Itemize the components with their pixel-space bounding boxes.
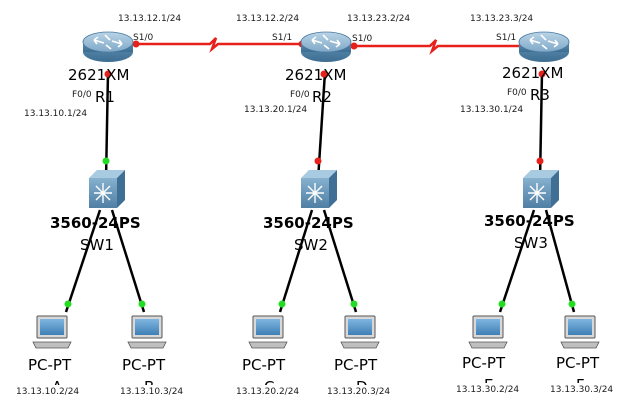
port-light-r1-f0-0 bbox=[104, 70, 112, 78]
r1-f0-0-ip: 13.13.10.1/24 bbox=[24, 109, 87, 119]
switch-sw1-name: SW1 bbox=[80, 236, 114, 254]
serial-link-r2-r3[interactable] bbox=[354, 39, 524, 55]
port-light-pc-d bbox=[350, 300, 358, 308]
switch-sw2[interactable] bbox=[301, 170, 337, 208]
ethernet-link-sw1-pc-a[interactable] bbox=[64, 209, 102, 313]
pc-b[interactable] bbox=[127, 315, 167, 349]
router-r3-name: R3 bbox=[530, 86, 550, 104]
router-arrows-icon bbox=[93, 34, 123, 50]
pc-b-model: PC-PT bbox=[122, 356, 166, 374]
r2-f0-0-port: F0/0 bbox=[290, 90, 310, 100]
port-light-r2-s1-0 bbox=[350, 42, 358, 50]
router-r1-model: 2621XM bbox=[68, 66, 129, 84]
r2-f0-0-ip: 13.13.20.1/24 bbox=[244, 105, 307, 115]
router-arrows-icon bbox=[529, 34, 559, 50]
port-light-pc-e bbox=[498, 300, 506, 308]
ethernet-link-sw1-pc-b[interactable] bbox=[110, 209, 146, 313]
router-r1[interactable] bbox=[82, 31, 134, 62]
r1-s1-0-port: S1/0 bbox=[133, 33, 153, 43]
r3-s1-1-ip: 13.13.23.3/24 bbox=[470, 14, 533, 24]
links bbox=[64, 37, 576, 313]
pc-d-model: PC-PT bbox=[334, 356, 378, 374]
serial-link-r1-r2[interactable] bbox=[136, 37, 302, 53]
router-r2-model: 2621XM bbox=[285, 66, 346, 84]
pc-a[interactable] bbox=[32, 315, 72, 349]
pc-f[interactable] bbox=[560, 315, 600, 349]
pc-c[interactable] bbox=[248, 315, 288, 349]
pc-e-model: PC-PT bbox=[462, 354, 506, 372]
pc-a-model: PC-PT bbox=[28, 356, 72, 374]
r2-s1-0-ip: 13.13.23.2/24 bbox=[347, 14, 410, 24]
r3-f0-0-port: F0/0 bbox=[507, 88, 527, 98]
port-light-sw3-uplink bbox=[536, 157, 544, 165]
port-light-pc-f bbox=[568, 300, 576, 308]
switch-arrows-icon bbox=[306, 183, 324, 203]
pc-d-ip: 13.13.20.3/24 bbox=[327, 387, 390, 397]
router-r3-model: 2621XM bbox=[502, 64, 563, 82]
switch-sw3-name: SW3 bbox=[514, 234, 548, 252]
r1-s1-0-ip: 13.13.12.1/24 bbox=[118, 14, 181, 24]
pc-a-ip: 13.13.10.2/24 bbox=[16, 387, 79, 397]
pc-f-ip: 13.13.30.3/24 bbox=[550, 385, 613, 395]
pc-d[interactable] bbox=[340, 315, 380, 349]
pc-b-ip: 13.13.10.3/24 bbox=[120, 387, 183, 397]
pc-e-ip: 13.13.30.2/24 bbox=[456, 385, 519, 395]
ethernet-link-sw2-pc-d[interactable] bbox=[322, 209, 358, 313]
router-r1-name: R1 bbox=[95, 88, 115, 106]
r2-s1-1-port: S1/1 bbox=[272, 33, 292, 43]
port-light-pc-c bbox=[278, 300, 286, 308]
switch-arrows-icon bbox=[528, 183, 546, 203]
port-light-r2-f0-0 bbox=[320, 70, 328, 78]
switch-sw1[interactable] bbox=[89, 170, 125, 208]
r2-s1-0-port: S1/0 bbox=[352, 34, 372, 44]
r3-s1-1-port: S1/1 bbox=[496, 33, 516, 43]
pc-c-ip: 13.13.20.2/24 bbox=[236, 387, 299, 397]
router-r2-name: R2 bbox=[312, 88, 332, 106]
port-light-r3-f0-0 bbox=[538, 70, 546, 78]
pc-c-model: PC-PT bbox=[242, 356, 286, 374]
port-light-pc-b bbox=[138, 300, 146, 308]
r3-f0-0-ip: 13.13.30.1/24 bbox=[460, 105, 523, 115]
router-arrows-icon bbox=[311, 34, 341, 50]
switch-sw1-model: 3560-24PS bbox=[50, 214, 141, 232]
port-light-sw1-uplink bbox=[102, 157, 110, 165]
router-r3[interactable] bbox=[518, 31, 570, 62]
switch-sw3-model: 3560-24PS bbox=[484, 212, 575, 230]
switch-sw3[interactable] bbox=[523, 170, 559, 208]
router-r2[interactable] bbox=[300, 31, 352, 62]
ethernet-link-sw3-pc-f[interactable] bbox=[544, 209, 576, 313]
r1-f0-0-port: F0/0 bbox=[72, 90, 92, 100]
switch-arrows-icon bbox=[94, 183, 112, 203]
switch-sw2-model: 3560-24PS bbox=[263, 214, 354, 232]
r2-s1-1-ip: 13.13.12.2/24 bbox=[236, 14, 299, 24]
switch-sw2-name: SW2 bbox=[294, 236, 328, 254]
ethernet-link-sw3-pc-e[interactable] bbox=[498, 209, 536, 313]
port-light-sw2-uplink bbox=[314, 157, 322, 165]
port-light-pc-a bbox=[64, 300, 72, 308]
port-light-r1-s1-0 bbox=[132, 40, 140, 48]
pc-f-model: PC-PT bbox=[556, 354, 600, 372]
pc-e[interactable] bbox=[468, 315, 508, 349]
ethernet-link-sw2-pc-c[interactable] bbox=[278, 209, 314, 313]
